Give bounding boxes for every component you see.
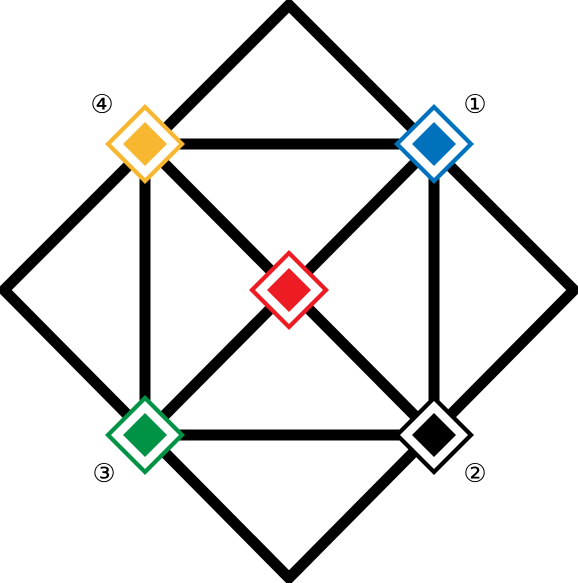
node-4-label: ④ [90,90,113,120]
node-4 [105,104,185,184]
center-node-fill [267,268,311,312]
center-node [249,250,329,330]
inner-square [139,138,440,441]
node-2-label: ② [463,459,486,489]
node-2 [394,395,474,475]
node-4-fill [123,122,167,166]
node-2-fill [412,413,456,457]
node-3-fill [123,413,167,457]
node-3 [105,395,185,475]
node-1-fill [412,122,456,166]
node-1 [394,104,474,184]
node-1-label: ① [463,90,486,120]
node-3-label: ③ [92,459,115,489]
